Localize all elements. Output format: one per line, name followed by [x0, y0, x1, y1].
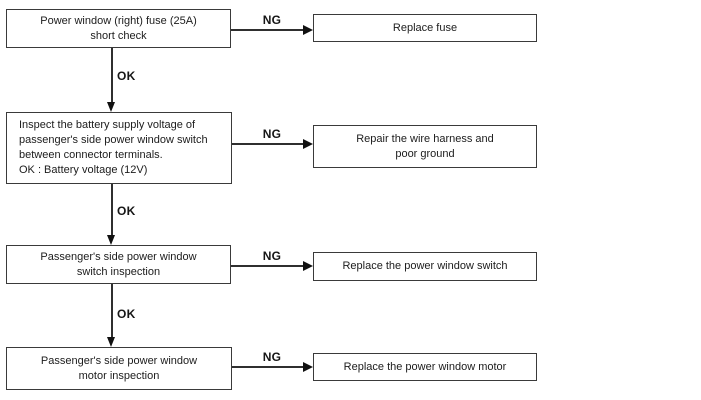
arrow-head-icon [107, 102, 115, 112]
step-text-line: short check [90, 29, 147, 42]
step-text-line: Power window (right) fuse (25A) [40, 14, 197, 27]
arrow-head-icon [303, 261, 313, 271]
ok-label: OK [117, 307, 136, 321]
step-text-line: passenger's side power window switch [19, 134, 208, 146]
flow-action-replace-fuse: Replace fuse [313, 14, 537, 42]
step-text-line: Inspect the battery supply voltage of [19, 119, 196, 131]
arrow-line [111, 284, 113, 338]
ng-label: NG [262, 249, 282, 263]
arrow-head-icon [303, 139, 313, 149]
ng-label: NG [262, 13, 282, 27]
flow-action-replace-motor: Replace the power window motor [313, 353, 537, 381]
ok-label: OK [117, 204, 136, 218]
action-text-line: Replace the power window switch [342, 260, 508, 272]
ng-label: NG [262, 350, 282, 364]
flow-step-switch-inspection: Passenger's side power window switch ins… [6, 245, 231, 284]
step-text-line: between connector terminals. [19, 149, 163, 161]
step-text-line: switch inspection [76, 265, 161, 278]
flow-step-motor-inspection: Passenger's side power window motor insp… [6, 347, 232, 390]
flow-action-repair-wire-harness: Repair the wire harness and poor ground [313, 125, 537, 168]
action-text-line: Repair the wire harness and [356, 132, 494, 145]
arrow-head-icon [107, 337, 115, 347]
arrow-line [232, 366, 304, 368]
action-text-line: Replace the power window motor [343, 360, 507, 373]
flow-step-fuse-short-check: Power window (right) fuse (25A) short ch… [6, 9, 231, 48]
flow-action-replace-switch: Replace the power window switch [313, 252, 537, 281]
ng-label: NG [262, 127, 282, 141]
arrow-head-icon [303, 25, 313, 35]
arrow-line [231, 29, 304, 31]
step-text-line: Passenger's side power window [40, 250, 197, 263]
action-text-line: Replace fuse [392, 21, 458, 34]
action-text-line: poor ground [395, 147, 455, 160]
step-text-line: Passenger's side power window [40, 354, 198, 367]
ok-label: OK [117, 69, 136, 83]
arrow-head-icon [303, 362, 313, 372]
flow-step-battery-voltage-inspection: Inspect the battery supply voltage of pa… [6, 112, 232, 184]
arrow-line [232, 143, 304, 145]
step-text-line: OK : Battery voltage (12V) [19, 164, 148, 176]
arrow-line [111, 184, 113, 236]
arrow-head-icon [107, 235, 115, 245]
arrow-line [231, 265, 304, 267]
step-text-line: motor inspection [78, 369, 160, 382]
arrow-line [111, 48, 113, 103]
